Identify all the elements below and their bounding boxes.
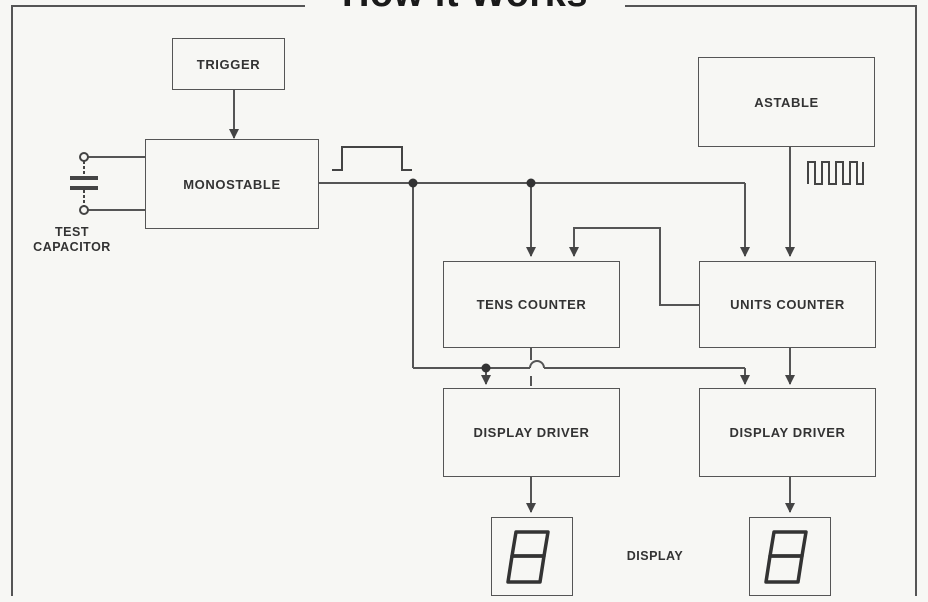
astable-block: ASTABLE (698, 57, 875, 147)
seven-segment-digit-icon (764, 530, 808, 584)
trigger-label: TRIGGER (196, 56, 261, 72)
square-wave-icon (807, 161, 864, 185)
display-right (749, 517, 831, 596)
junction-dot (408, 178, 418, 188)
junction-dot (526, 178, 536, 188)
display-driver-left-label: DISPLAY DRIVER (473, 425, 590, 440)
pulse-waveform-icon (332, 146, 412, 171)
monostable-block: MONOSTABLE (145, 139, 319, 229)
display-driver-right-block: DISPLAY DRIVER (699, 388, 876, 477)
display-label: DISPLAY (626, 549, 684, 563)
capacitor-icon (70, 152, 98, 215)
units-counter-label: UNITS COUNTER (730, 297, 845, 312)
test-capacitor-line2: CAPACITOR (33, 240, 111, 254)
trigger-block: TRIGGER (172, 38, 285, 90)
test-capacitor-label: TEST CAPACITOR (22, 225, 122, 255)
frame (625, 5, 917, 596)
display-driver-right-label: DISPLAY DRIVER (729, 425, 846, 440)
units-counter-block: UNITS COUNTER (699, 261, 876, 348)
astable-label: ASTABLE (754, 94, 819, 110)
junction-dot (481, 363, 491, 373)
tens-counter-block: TENS COUNTER (443, 261, 620, 348)
monostable-label: MONOSTABLE (183, 176, 281, 192)
tens-counter-label: TENS COUNTER (476, 297, 587, 312)
test-capacitor-line1: TEST (55, 225, 89, 239)
hop-over (529, 360, 545, 369)
carry-line (569, 227, 699, 306)
display-driver-left-block: DISPLAY DRIVER (443, 388, 620, 477)
page-title: How it Works (305, 0, 625, 13)
frame (11, 5, 305, 596)
display-left (491, 517, 573, 596)
seven-segment-digit-icon (506, 530, 550, 584)
